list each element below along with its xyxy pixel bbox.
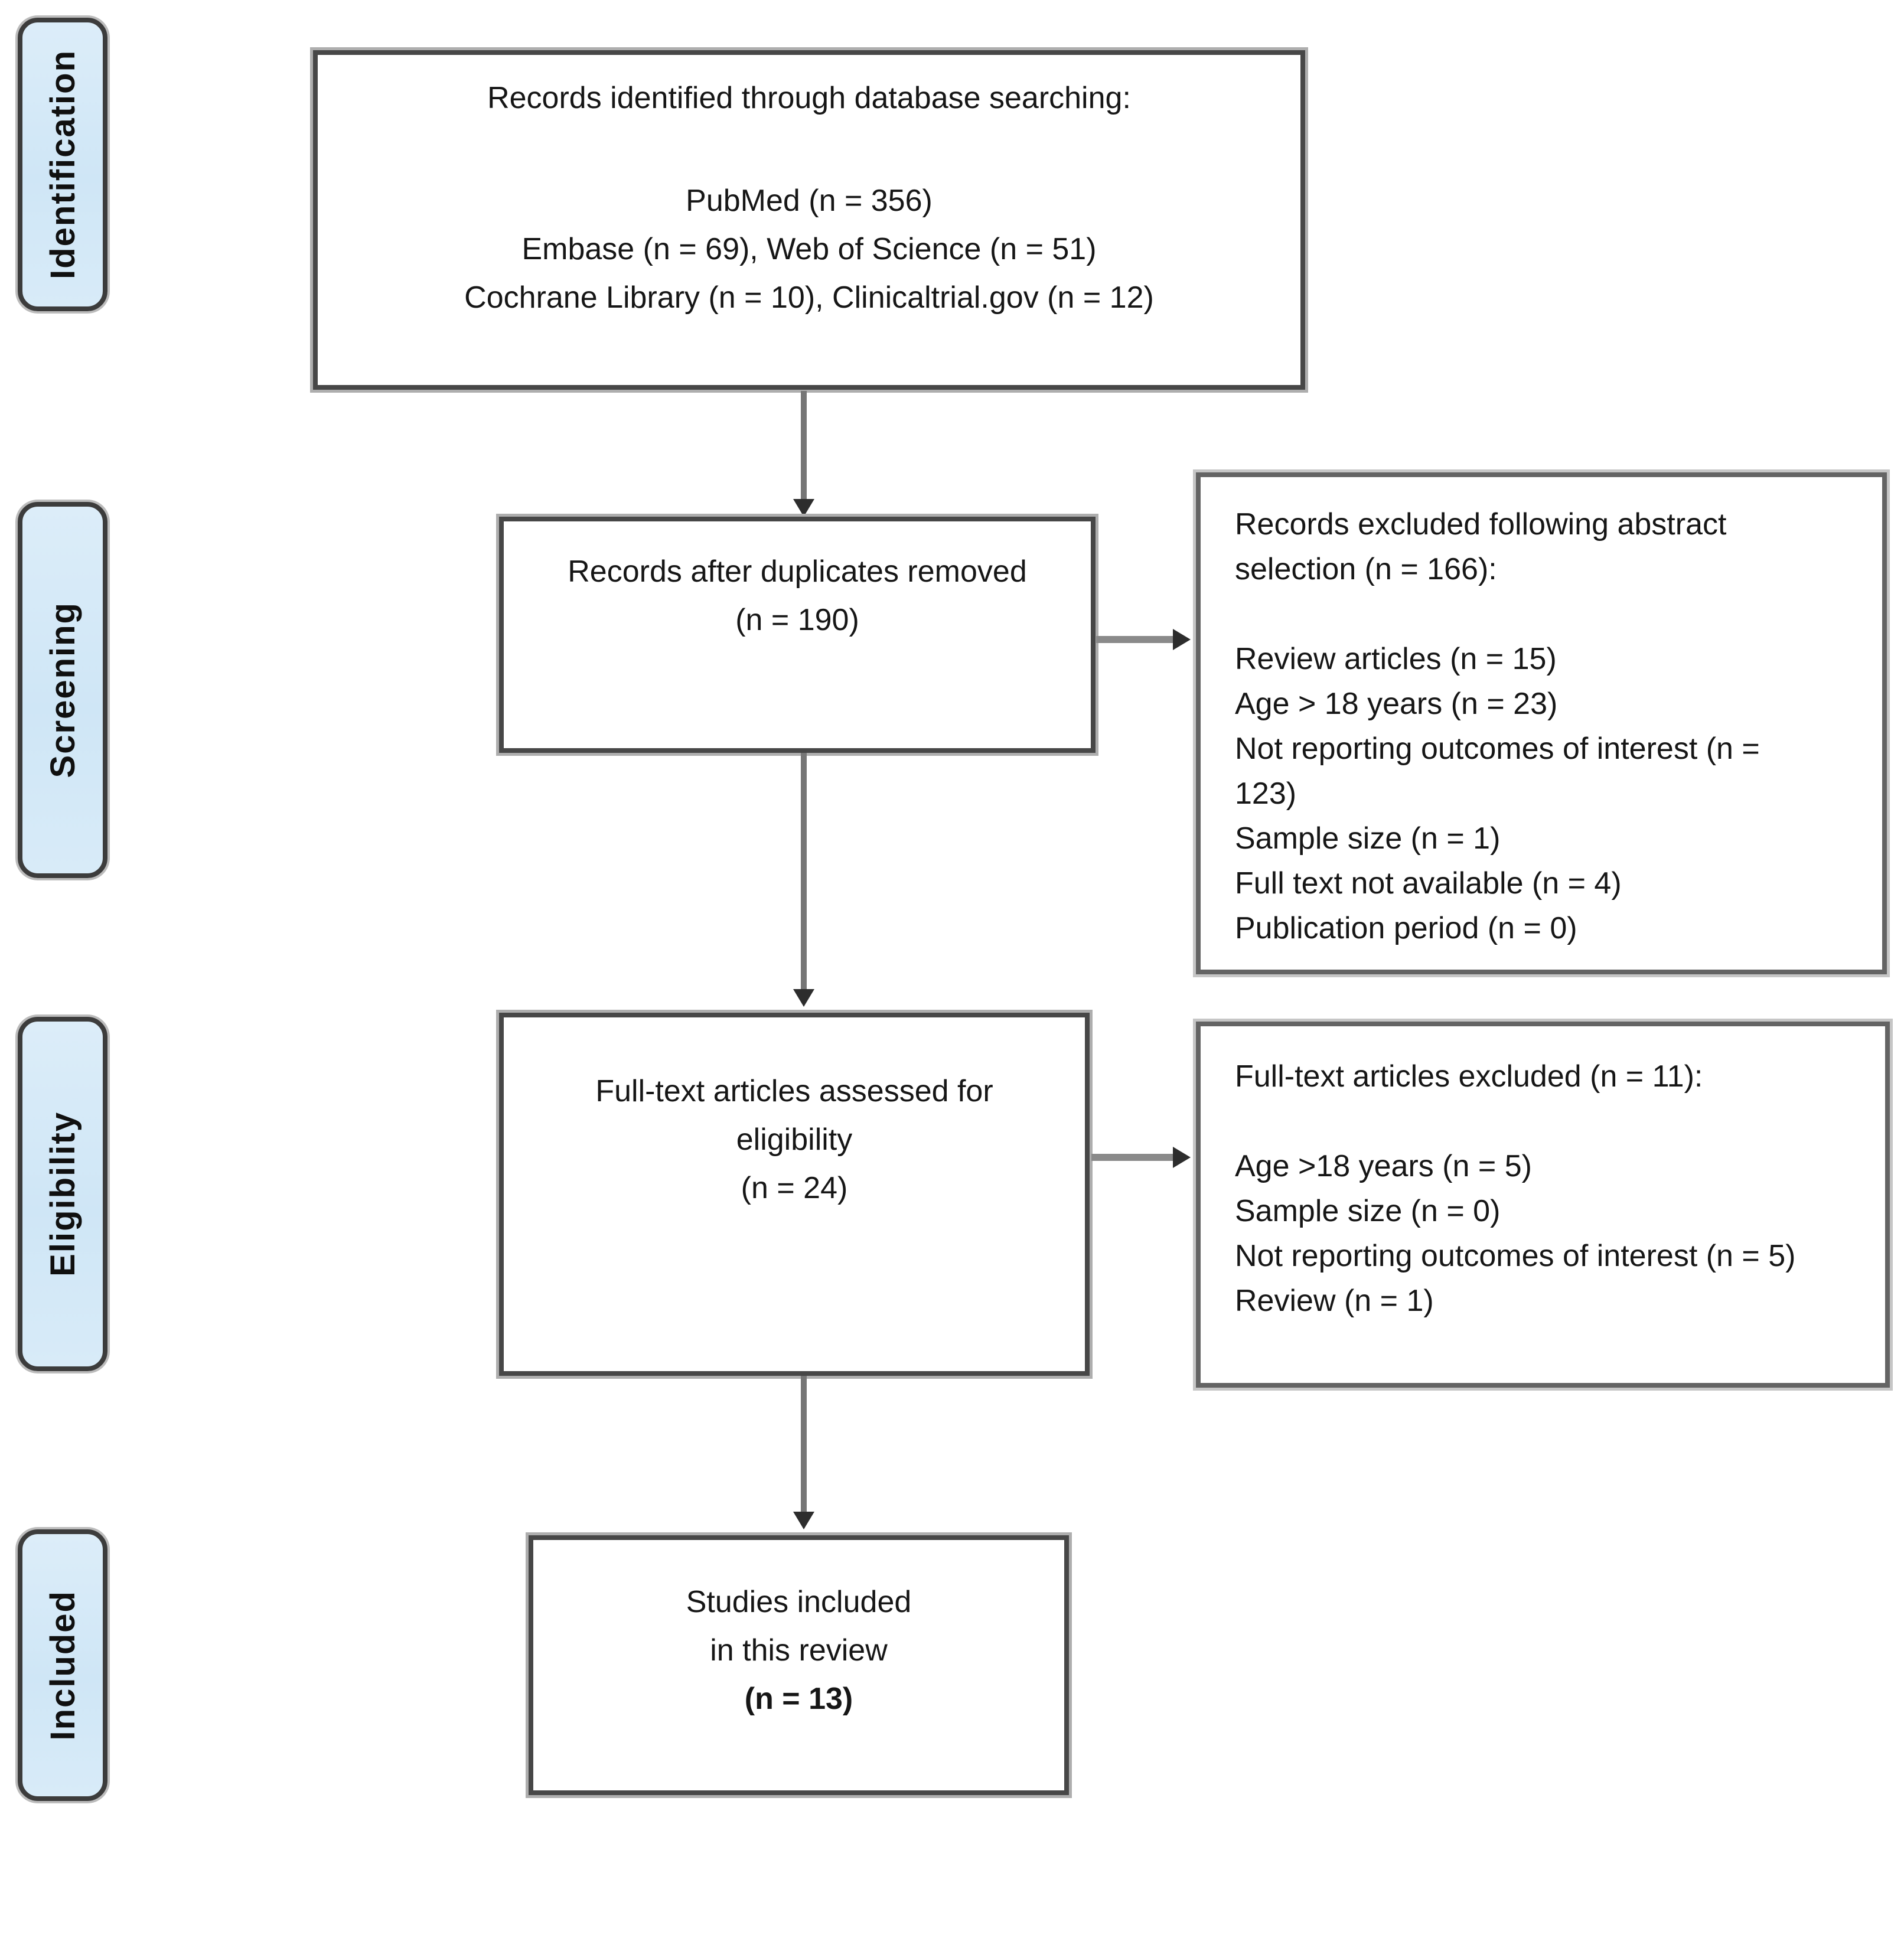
exclusion-reason: Not reporting outcomes of interest (n = … [1235, 1239, 1796, 1273]
exclusion-reason: Full text not available (n = 4) [1235, 866, 1622, 901]
records-identified-box: Records identified through database sear… [313, 50, 1305, 390]
exclusion-reason: Sample size (n = 1) [1235, 821, 1501, 856]
duplicates-removed-box: Records after duplicates removed (n = 19… [499, 517, 1096, 753]
records-identified-line: PubMed (n = 356) [686, 184, 933, 218]
stage-label-text: Identification [43, 50, 82, 279]
spacer [1235, 592, 1826, 637]
stage-label-text: Eligibility [43, 1111, 82, 1277]
arrow-down-head-icon [793, 1512, 814, 1529]
stage-label-text: Screening [43, 602, 82, 778]
duplicates-removed-line: (n = 190) [735, 603, 859, 637]
stage-label-text: Included [43, 1590, 82, 1741]
fulltext-assessed-line: (n = 24) [741, 1171, 848, 1205]
records-identified-line: Embase (n = 69), Web of Science (n = 51) [521, 232, 1097, 266]
fulltext-excluded-title: Full-text articles excluded (n = 11): [1235, 1059, 1703, 1094]
exclusion-reason: Review (n = 1) [1235, 1284, 1434, 1318]
abstract-excluded-box: Records excluded following abstract sele… [1196, 472, 1887, 974]
exclusion-reason: Publication period (n = 0) [1235, 911, 1577, 945]
records-identified-line: Cochrane Library (n = 10), Clinicaltrial… [464, 280, 1154, 315]
exclusion-reason: Not reporting outcomes of interest (n = … [1235, 732, 1760, 811]
exclusion-reason: Review articles (n = 15) [1235, 642, 1557, 676]
studies-included-count: (n = 13) [744, 1682, 853, 1716]
exclusion-reason: Age >18 years (n = 5) [1235, 1149, 1532, 1183]
stage-label-included: Included [18, 1529, 107, 1801]
spacer [1235, 1099, 1869, 1144]
fulltext-assessed-line: eligibility [736, 1123, 853, 1157]
arrow-assessed-to-fulltext-excluded [1091, 1154, 1174, 1161]
arrow-down-head-icon [793, 499, 814, 517]
arrow-duplicates-to-abstract-excluded [1096, 636, 1174, 643]
studies-included-line: in this review [710, 1633, 888, 1668]
studies-included-line: Studies included [686, 1585, 912, 1619]
arrow-duplicates-to-assessed [801, 753, 807, 990]
duplicates-removed-line: Records after duplicates removed [568, 554, 1027, 589]
studies-included-box: Studies included in this review (n = 13) [529, 1535, 1069, 1795]
arrow-identified-to-duplicates [801, 391, 807, 500]
stage-label-eligibility: Eligibility [18, 1017, 107, 1371]
exclusion-reason: Sample size (n = 0) [1235, 1194, 1501, 1228]
exclusion-reason: Age > 18 years (n = 23) [1235, 687, 1558, 721]
arrow-assessed-to-included [801, 1376, 807, 1513]
abstract-excluded-title: Records excluded following abstract sele… [1235, 507, 1727, 586]
fulltext-excluded-box: Full-text articles excluded (n = 11): Ag… [1196, 1022, 1890, 1388]
stage-label-identification: Identification [18, 18, 107, 311]
arrow-right-head-icon [1173, 1147, 1191, 1168]
stage-label-screening: Screening [18, 502, 107, 878]
fulltext-assessed-box: Full-text articles assessed for eligibil… [499, 1013, 1090, 1376]
records-identified-title: Records identified through database sear… [487, 81, 1131, 115]
arrow-right-head-icon [1173, 629, 1191, 650]
arrow-down-head-icon [793, 989, 814, 1007]
fulltext-assessed-line: Full-text articles assessed for [595, 1074, 993, 1108]
